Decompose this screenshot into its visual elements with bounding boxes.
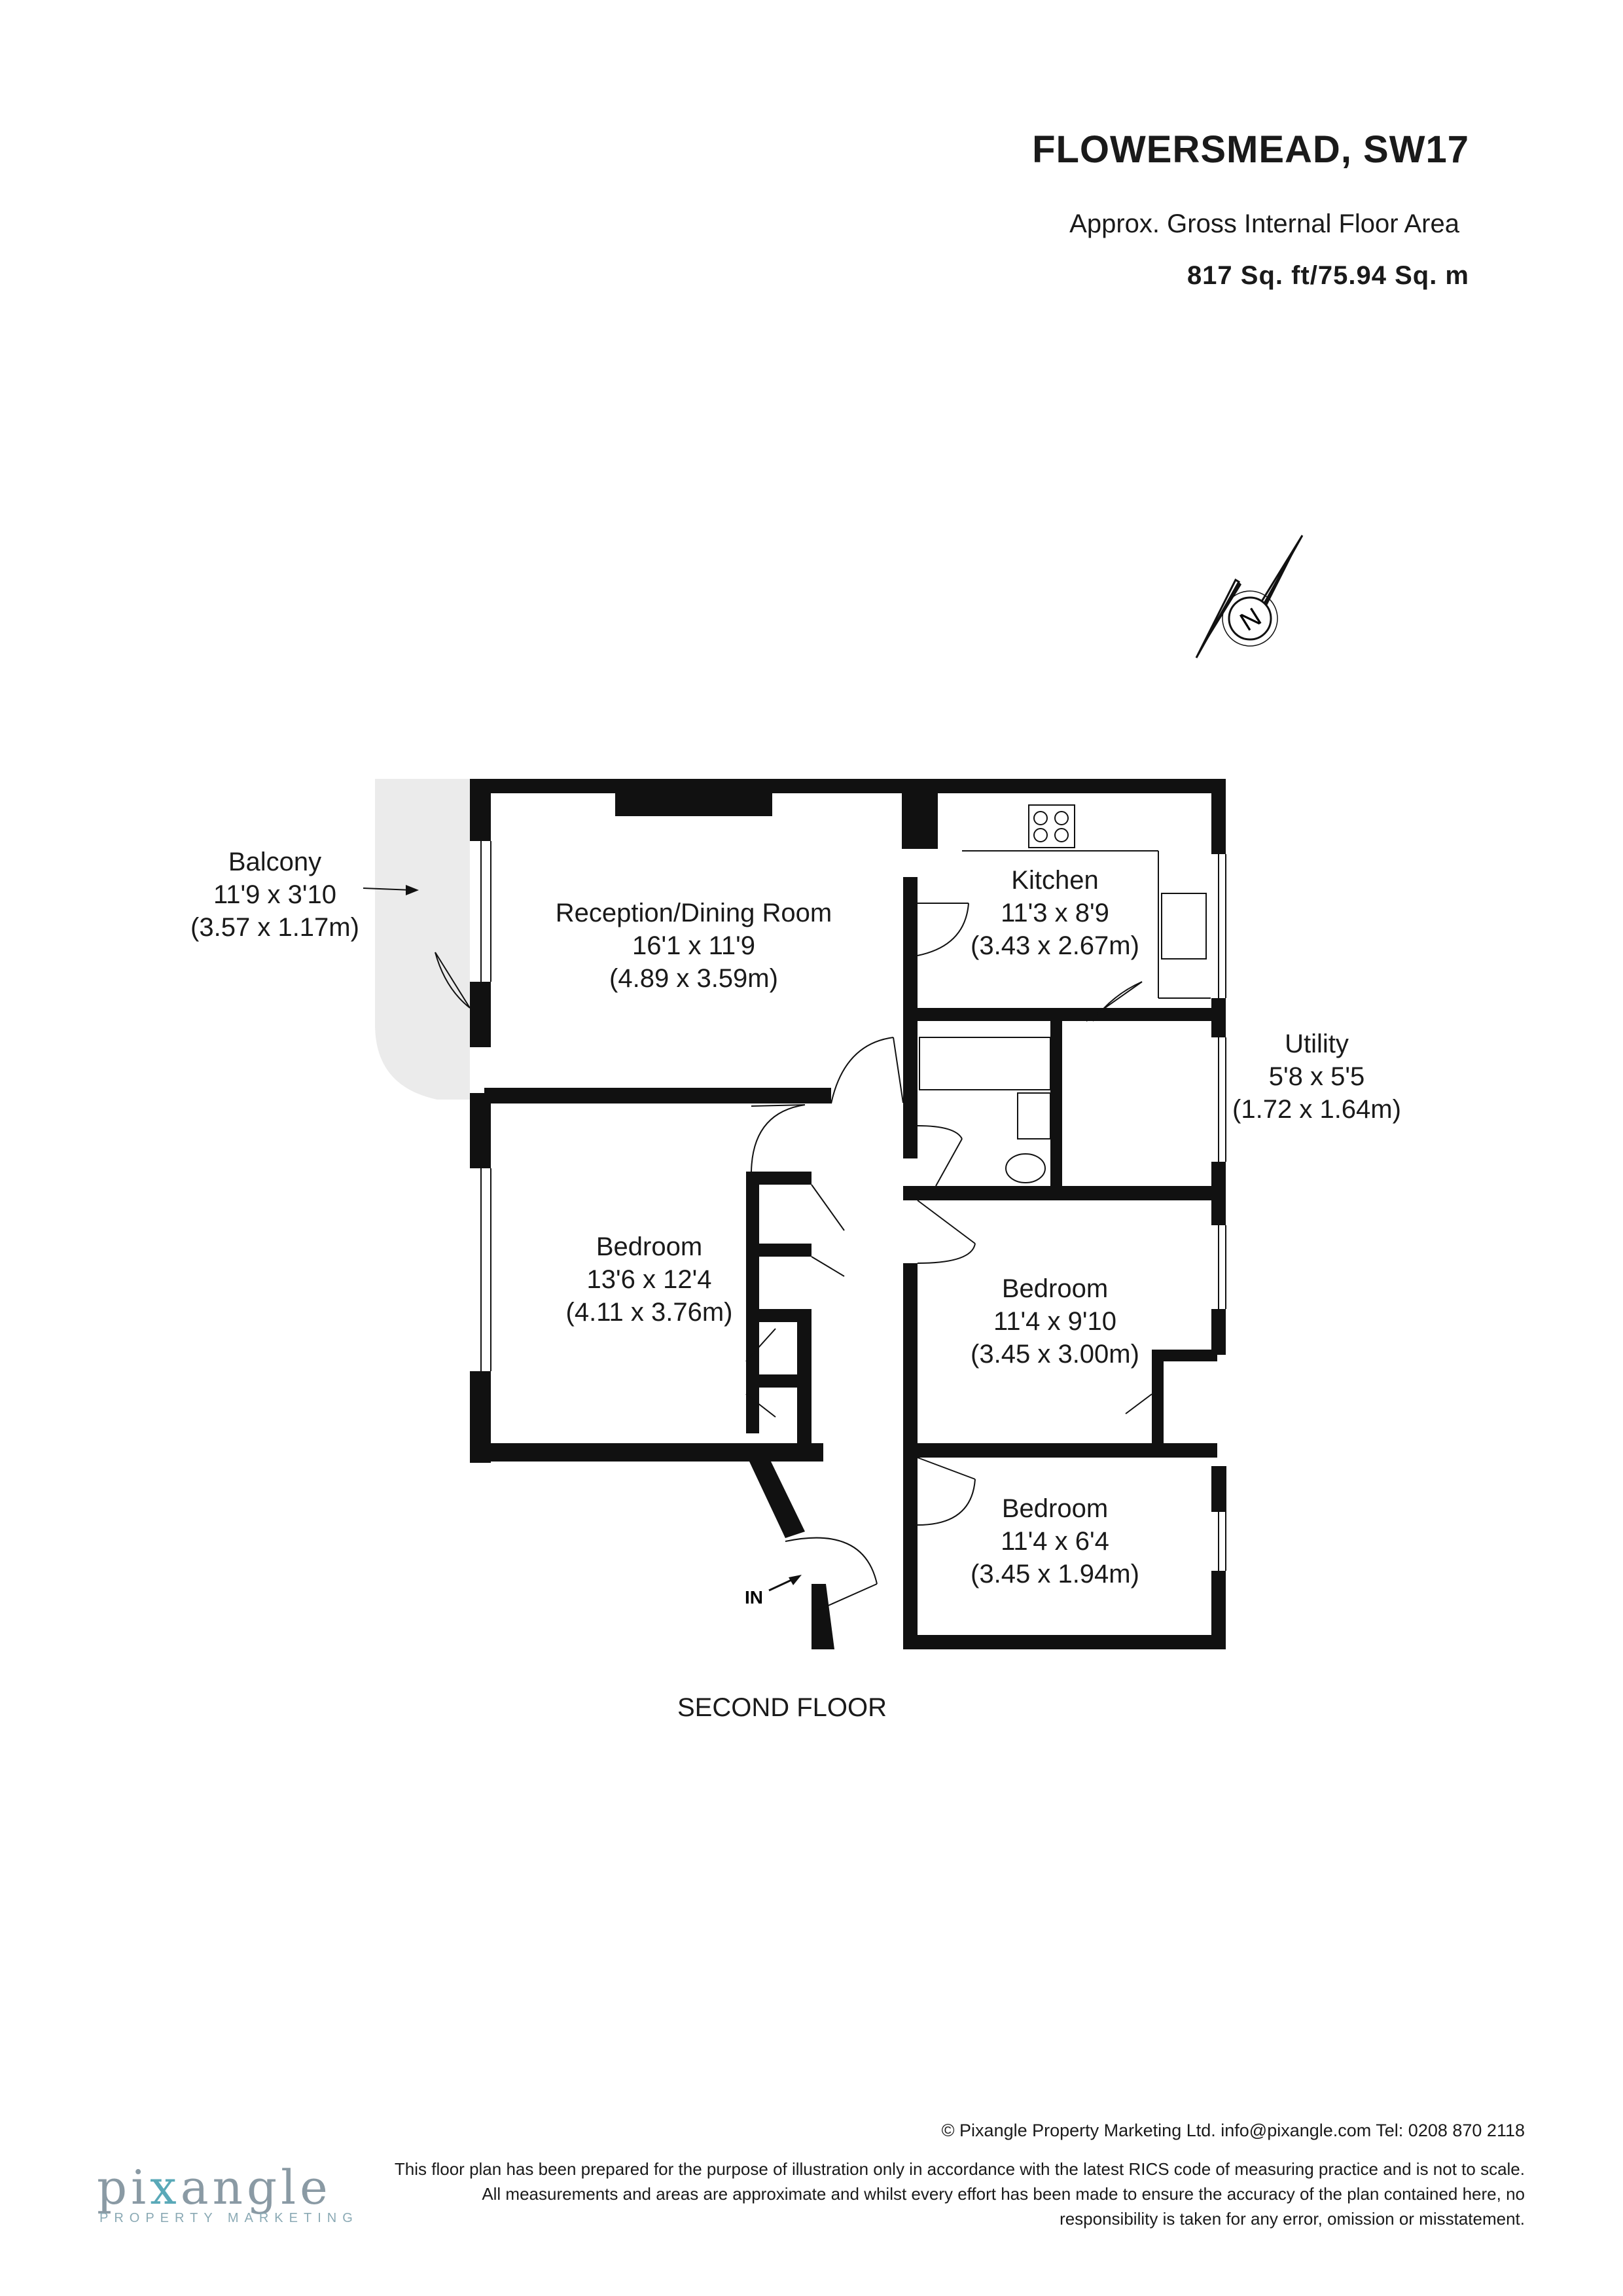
toilet-icon xyxy=(1005,1153,1046,1183)
room-name: Reception/Dining Room xyxy=(556,899,832,927)
windows xyxy=(480,841,1226,1571)
room-bedroom-2: Bedroom 11'4 x 9'10 (3.45 x 3.00m) xyxy=(971,1274,1139,1369)
room-name: Kitchen xyxy=(1011,866,1098,895)
balcony-area xyxy=(375,779,470,1100)
room-dimensions-metric: (4.89 x 3.59m) xyxy=(609,964,778,993)
entrance-arrow-icon xyxy=(768,1575,802,1592)
room-dimensions-metric: (3.45 x 1.94m) xyxy=(971,1560,1139,1588)
room-dimensions-metric: (3.57 x 1.17m) xyxy=(190,913,359,942)
floor-label: SECOND FLOOR xyxy=(677,1693,887,1722)
room-bedroom-3: Bedroom 11'4 x 6'4 (3.45 x 1.94m) xyxy=(971,1494,1139,1588)
header: FLOWERSMEAD, SW17 Approx. Gross Internal… xyxy=(815,128,1469,291)
disclaimer-text: This floor plan has been prepared for th… xyxy=(394,2159,1525,2229)
walls xyxy=(470,779,1226,1649)
room-dimensions-imperial: 11'4 x 9'10 xyxy=(993,1307,1116,1336)
room-reception: Reception/Dining Room 16'1 x 11'9 (4.89 … xyxy=(556,899,832,993)
room-bedroom-1: Bedroom 13'6 x 12'4 (4.11 x 3.76m) xyxy=(566,1232,733,1327)
balcony-pointer-icon xyxy=(363,885,419,895)
room-name: Bedroom xyxy=(1002,1274,1108,1303)
room-dimensions-imperial: 13'6 x 12'4 xyxy=(587,1265,712,1294)
entrance-label: IN xyxy=(745,1587,763,1607)
logo-tagline: PROPERTY MARKETING xyxy=(99,2211,359,2225)
room-dimensions-imperial: 11'3 x 8'9 xyxy=(1001,899,1109,927)
room-dimensions-imperial: 16'1 x 11'9 xyxy=(632,931,755,960)
floor-area-value: 817 Sq. ft/75.94 Sq. m xyxy=(1186,261,1469,290)
room-dimensions-imperial: 5'8 x 5'5 xyxy=(1269,1062,1364,1091)
bath-icon xyxy=(919,1037,1051,1090)
room-kitchen: Kitchen 11'3 x 8'9 (3.43 x 2.67m) xyxy=(971,866,1139,960)
footer: © Pixangle Property Marketing Ltd. info@… xyxy=(0,2121,1623,2296)
floor-area-caption: Approx. Gross Internal Floor Area xyxy=(1069,209,1459,238)
sink-icon xyxy=(1161,893,1207,960)
room-dimensions-metric: (3.45 x 3.00m) xyxy=(971,1340,1139,1369)
room-name: Utility xyxy=(1285,1030,1349,1058)
property-title: FLOWERSMEAD, SW17 xyxy=(1032,128,1469,171)
room-name: Bedroom xyxy=(596,1232,702,1261)
basin-icon xyxy=(1017,1092,1051,1139)
compass-icon: N xyxy=(1195,535,1304,658)
room-name: Balcony xyxy=(228,848,321,876)
pixangle-logo: pixangle PROPERTY MARKETING xyxy=(97,2160,359,2226)
hob-icon xyxy=(1028,804,1075,848)
room-dimensions-metric: (1.72 x 1.64m) xyxy=(1232,1095,1401,1124)
room-dimensions-imperial: 11'4 x 6'4 xyxy=(1001,1527,1109,1556)
room-dimensions-metric: (3.43 x 2.67m) xyxy=(971,931,1139,960)
doors xyxy=(435,903,1152,1611)
copyright-text: © Pixangle Property Marketing Ltd. info@… xyxy=(941,2121,1525,2140)
fixtures xyxy=(919,804,1211,1183)
logo-wordmark: pixangle xyxy=(97,2160,332,2215)
room-name: Bedroom xyxy=(1002,1494,1108,1523)
room-dimensions-metric: (4.11 x 3.76m) xyxy=(566,1298,733,1327)
room-utility: Utility 5'8 x 5'5 (1.72 x 1.64m) xyxy=(1232,1030,1401,1124)
room-dimensions-imperial: 11'9 x 3'10 xyxy=(213,880,336,909)
room-balcony: Balcony 11'9 x 3'10 (3.57 x 1.17m) xyxy=(190,848,359,942)
